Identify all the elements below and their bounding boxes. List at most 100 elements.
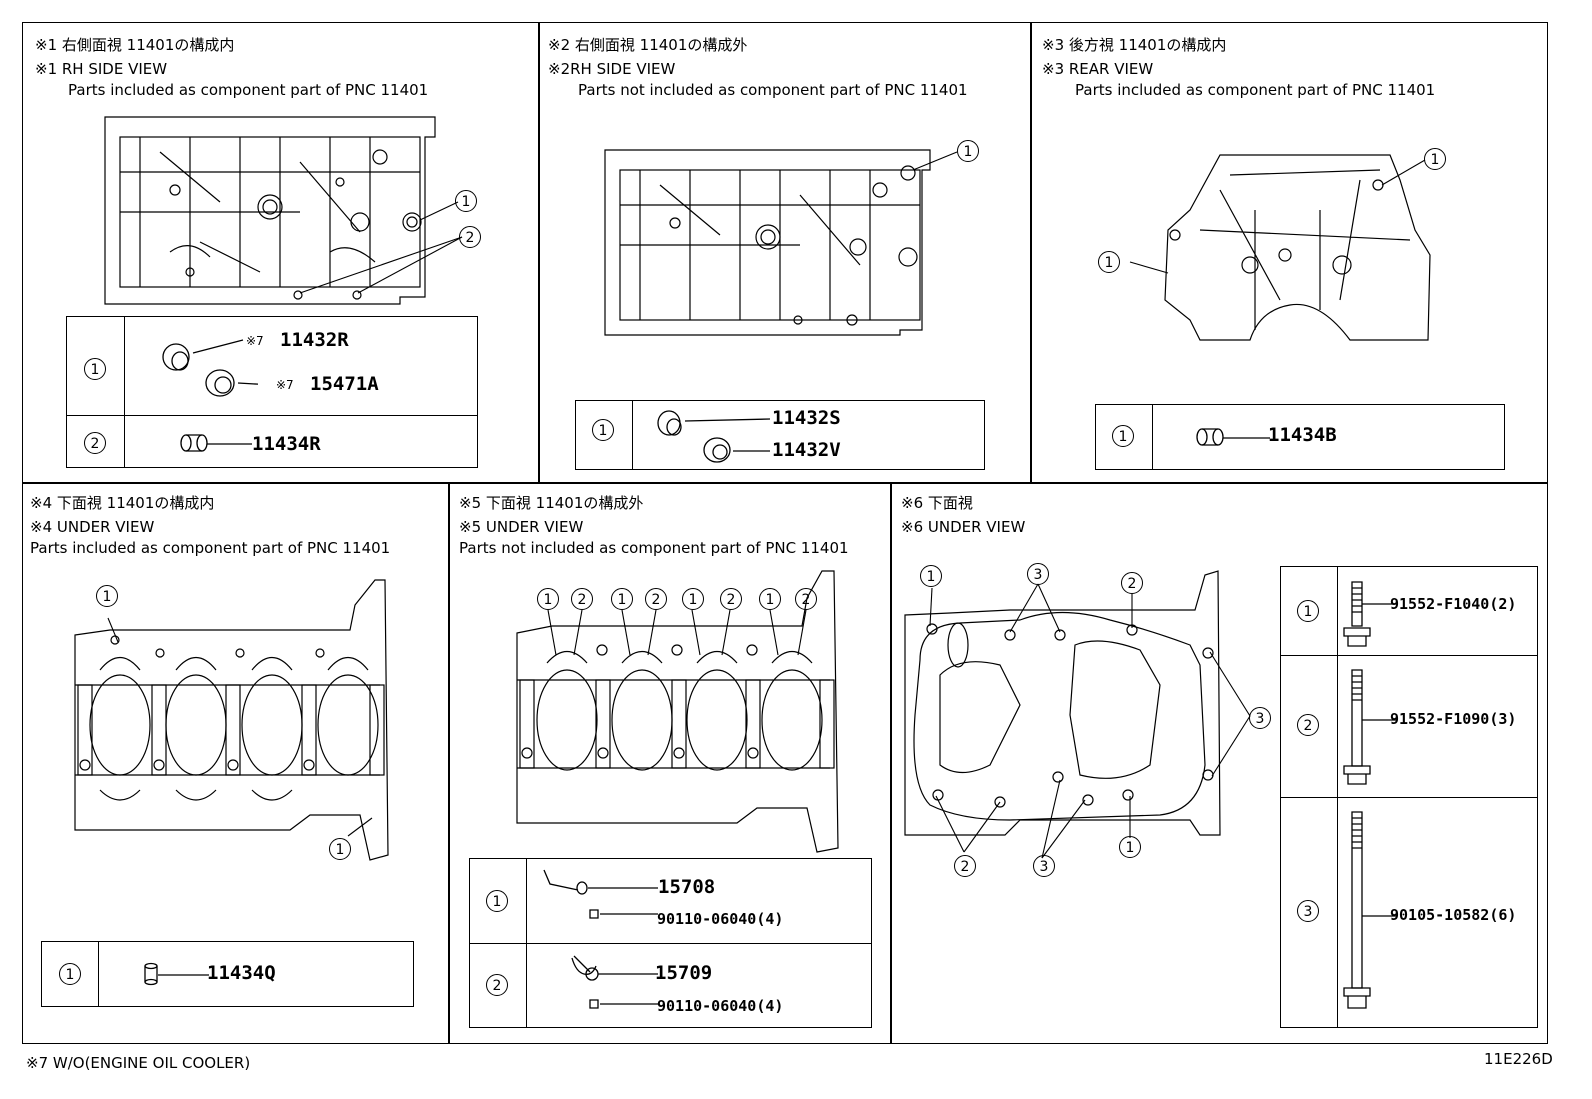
engine-block-rear-drawing (1164, 154, 1431, 341)
callout-1: 1 (455, 190, 477, 212)
panel-description: Parts included as component part of PNC … (1075, 81, 1436, 99)
row-number-2: 2 (486, 974, 508, 996)
panel-under-view-not-included (448, 482, 892, 1044)
engine-block-under-view-drawing (74, 579, 389, 861)
dowel-pin-icon (1196, 428, 1270, 446)
callout-leaders (929, 583, 1251, 859)
callout-2: 2 (720, 588, 742, 610)
callout-2: 2 (795, 588, 817, 610)
oil-nozzle-icon (571, 955, 658, 1009)
panel-under-view-bolts (890, 482, 1548, 1044)
parts-table (575, 400, 985, 470)
part-number: 15709 (655, 962, 713, 984)
part-number: 11432V (772, 439, 841, 461)
row-number-1: 1 (592, 419, 614, 441)
part-number: 90110-06040(4) (657, 997, 784, 1015)
row-number-2: 2 (84, 432, 106, 454)
panel-view-label: ※5 UNDER VIEW (459, 518, 584, 536)
index-column (42, 942, 99, 1006)
oil-nozzle-icon (543, 869, 658, 919)
panel-view-label: ※4 UNDER VIEW (30, 518, 155, 536)
part-number: 11432S (772, 407, 841, 429)
panel-title: ※6 下面視 (901, 494, 973, 512)
callout-1: 1 (611, 588, 633, 610)
panel-title: ※1 右側面視 11401の構成内 (35, 36, 235, 54)
footnote-marker: ※7 (246, 334, 264, 348)
part-number: 91552-F1090(3) (1390, 710, 1517, 728)
callout-1: 1 (1119, 836, 1141, 858)
part-number: 90105-10582(6) (1390, 906, 1517, 924)
callout-1: 1 (1098, 251, 1120, 273)
callout-2: 2 (954, 855, 976, 877)
row-number-1: 1 (1297, 600, 1319, 622)
parts-table (469, 858, 872, 1028)
parts-table (66, 316, 478, 468)
part-number: 11434R (252, 433, 321, 455)
part-number: 15708 (658, 876, 716, 898)
callout-1: 1 (957, 140, 979, 162)
bolt-icon (1343, 581, 1396, 647)
bolt-parts-table (1280, 566, 1538, 1028)
bolt-icon (1343, 811, 1396, 1009)
engine-block-rh-side-drawing (104, 116, 436, 305)
callout-leaders (547, 609, 807, 656)
row-number-2: 2 (1297, 714, 1319, 736)
callout-1: 1 (96, 585, 118, 607)
panel-title: ※2 右側面視 11401の構成外 (548, 36, 748, 54)
part-number: 11434B (1268, 424, 1337, 446)
footnote-marker: ※7 (276, 378, 294, 392)
callout-1: 1 (682, 588, 704, 610)
callout-2: 2 (571, 588, 593, 610)
panel-title: ※3 後方視 11401の構成内 (1042, 36, 1227, 54)
callout-leaders (1129, 159, 1426, 274)
table-row (67, 415, 477, 469)
panel-rh-side-view-not-included (538, 22, 1032, 484)
callout-1: 1 (920, 565, 942, 587)
panel-description: Parts not included as component part of … (459, 539, 849, 557)
panel-description: Parts not included as component part of … (578, 81, 968, 99)
parts-table (41, 941, 414, 1007)
panel-under-view-included (22, 482, 450, 1044)
illustration-code: 11E226D (1484, 1050, 1553, 1068)
plug-and-seal-icon (162, 339, 258, 397)
callout-1: 1 (1424, 148, 1446, 170)
panel-view-label: ※3 REAR VIEW (1042, 60, 1154, 78)
index-column (576, 401, 633, 469)
bolt-icon (1343, 669, 1396, 785)
panel-view-label: ※1 RH SIDE VIEW (35, 60, 168, 78)
callout-3: 3 (1027, 563, 1049, 585)
panel-description: Parts included as component part of PNC … (68, 81, 429, 99)
row-number-1: 1 (1112, 425, 1134, 447)
panel-title: ※4 下面視 11401の構成内 (30, 494, 215, 512)
dowel-pin-icon (144, 962, 209, 986)
panel-view-label: ※6 UNDER VIEW (901, 518, 1026, 536)
row-number-1: 1 (59, 963, 81, 985)
callout-leaders (107, 617, 373, 837)
dowel-pin-icon (180, 434, 252, 452)
engine-block-under-view-drawing (516, 570, 839, 853)
panel-rh-side-view-included (22, 22, 540, 484)
index-column (67, 317, 125, 467)
part-number: 11432R (280, 329, 349, 351)
footnote: ※7 W/O(ENGINE OIL COOLER) (26, 1054, 251, 1072)
panel-rear-view-included (1030, 22, 1548, 484)
row-number-1: 1 (486, 890, 508, 912)
part-number: 90110-06040(4) (657, 910, 784, 928)
callout-1: 1 (537, 588, 559, 610)
part-number: 11434Q (207, 962, 276, 984)
parts-table (1095, 404, 1505, 470)
oil-pan-under-view-drawing (904, 570, 1221, 836)
part-number: 15471A (310, 373, 379, 395)
callout-2: 2 (1121, 572, 1143, 594)
table-row (470, 943, 871, 1028)
engine-block-rh-side-drawing (604, 149, 931, 336)
callout-2: 2 (459, 226, 481, 248)
row-number-1: 1 (84, 358, 106, 380)
callout-leaders (912, 151, 958, 171)
plug-and-seal-icon (657, 410, 771, 463)
panel-view-label: ※2RH SIDE VIEW (548, 60, 676, 78)
table-row (1281, 655, 1537, 798)
table-row (1281, 797, 1537, 1028)
callout-3: 3 (1033, 855, 1055, 877)
panel-description: Parts included as component part of PNC … (30, 539, 391, 557)
